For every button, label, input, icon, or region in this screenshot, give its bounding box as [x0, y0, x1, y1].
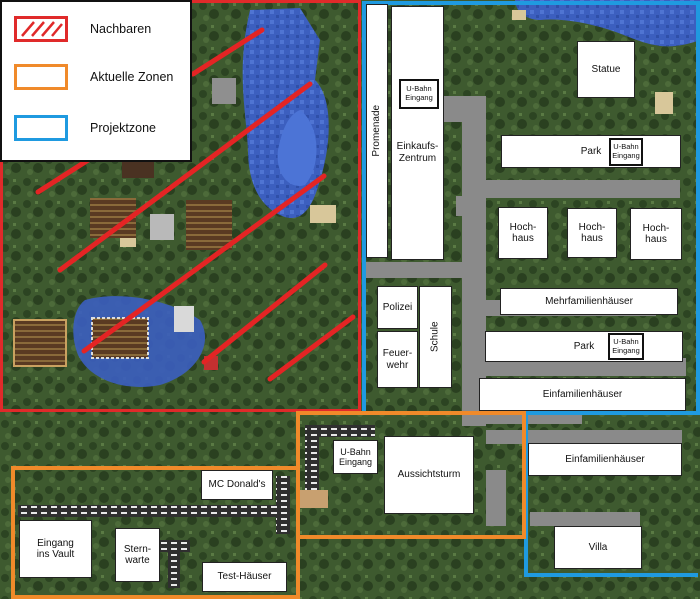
- label-sternwarte: Stern- warte: [115, 528, 160, 582]
- label-eingang-vault: Eingang ins Vault: [19, 520, 92, 578]
- label-schule: Schule: [419, 286, 452, 388]
- label-hochhaus-1: Hoch- haus: [498, 207, 548, 259]
- label-mcdonalds: MC Donald's: [201, 470, 273, 500]
- label-hochhaus-3: Hoch- haus: [630, 208, 682, 260]
- label-statue: Statue: [577, 41, 635, 98]
- label-villa: Villa: [554, 526, 642, 569]
- label-promenade: Promenade: [366, 4, 388, 258]
- label-park-1: Park: [501, 135, 681, 168]
- label-test-haeuser: Test-Häuser: [202, 562, 287, 592]
- label-park-2: Park: [485, 331, 683, 362]
- label-ubahn-3: U-Bahn Eingang: [608, 333, 644, 360]
- legend-swatch-current-zones: [14, 64, 68, 90]
- legend-swatch-project-zone: [14, 115, 68, 141]
- legend-swatch-neighbors: [14, 16, 68, 42]
- label-einfamilienhaeuser-1: Einfamilienhäuser: [479, 378, 686, 411]
- label-hochhaus-2: Hoch- haus: [567, 208, 617, 258]
- label-ubahn-1: U-Bahn Eingang: [399, 79, 439, 109]
- legend-label-current-zones: Aktuelle Zonen: [90, 70, 174, 84]
- label-ubahn-4: U-Bahn Eingang: [333, 440, 378, 474]
- legend-row-project-zone: Projektzone: [14, 115, 156, 141]
- label-aussichtsturm: Aussichtsturm: [384, 436, 474, 514]
- label-polizei: Polizei: [377, 286, 418, 329]
- legend: Nachbaren Aktuelle Zonen Projektzone: [0, 0, 192, 162]
- label-einkaufszentrum: Einkaufs- Zentrum: [391, 6, 444, 260]
- legend-row-current-zones: Aktuelle Zonen: [14, 64, 173, 90]
- label-mehrfamilienhaeuser: Mehrfamilienhäuser: [500, 288, 678, 315]
- label-einfamilienhaeuser-2: Einfamilienhäuser: [528, 443, 682, 476]
- legend-label-neighbors: Nachbaren: [90, 22, 152, 36]
- label-ubahn-2: U-Bahn Eingang: [609, 138, 643, 166]
- legend-row-neighbors: Nachbaren: [14, 16, 151, 42]
- label-feuerwehr: Feuer- wehr: [377, 331, 418, 388]
- legend-label-project-zone: Projektzone: [90, 121, 157, 135]
